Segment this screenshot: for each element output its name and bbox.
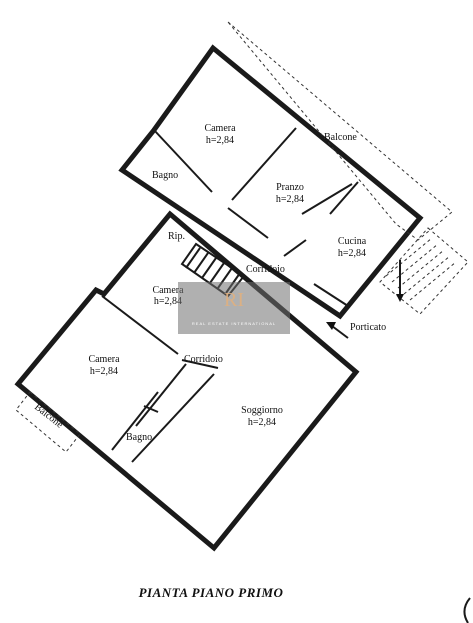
watermark: RI REAL ESTATE INTERNATIONAL	[178, 282, 290, 334]
room-cucina-label: Cucina	[338, 236, 367, 247]
room-camera-top: Camera h=2,84	[204, 123, 236, 146]
svg-text:RI: RI	[224, 289, 244, 311]
watermark-logo-icon: RI	[224, 289, 244, 311]
room-cucina-height: h=2,84	[338, 248, 366, 259]
room-camera-top-label: Camera	[204, 123, 236, 134]
plan-title: PIANTA PIANO PRIMO	[139, 585, 284, 600]
room-porticato-label: Porticato	[350, 322, 386, 333]
room-camera-mid: Camera h=2,84	[152, 285, 184, 307]
room-bagno-bottom-label: Bagno	[126, 432, 152, 443]
room-pranzo-label: Pranzo	[276, 182, 304, 193]
room-soggiorno: Soggiorno h=2,84	[241, 405, 283, 428]
room-pranzo: Pranzo h=2,84	[276, 182, 304, 205]
room-rip-label: Rip.	[168, 231, 185, 242]
room-camera-mid-height: h=2,84	[154, 296, 182, 307]
room-corridoio-top-label: Corridoio	[246, 264, 285, 275]
room-bagno-top-label: Bagno	[152, 170, 178, 181]
room-soggiorno-label: Soggiorno	[241, 405, 283, 416]
room-pranzo-height: h=2,84	[276, 194, 304, 205]
room-corridoio-bottom-label: Corridoio	[184, 354, 223, 365]
watermark-text: REAL ESTATE INTERNATIONAL	[192, 321, 276, 326]
room-camera-mid-label: Camera	[152, 285, 184, 296]
room-camera-top-height: h=2,84	[206, 135, 234, 146]
entrance-arrow-icon	[326, 322, 349, 339]
outer-stairs	[379, 227, 469, 315]
room-camera-left: Camera h=2,84	[88, 354, 120, 377]
room-cucina: Cucina h=2,84	[338, 236, 367, 259]
room-camera-left-height: h=2,84	[90, 366, 118, 377]
page-edge-mark	[463, 597, 471, 623]
lower-wing-walls	[14, 210, 360, 552]
upper-wing-walls	[118, 21, 453, 320]
room-soggiorno-height: h=2,84	[248, 417, 276, 428]
room-camera-left-label: Camera	[88, 354, 120, 365]
room-balcone-top-label: Balcone	[324, 132, 357, 143]
